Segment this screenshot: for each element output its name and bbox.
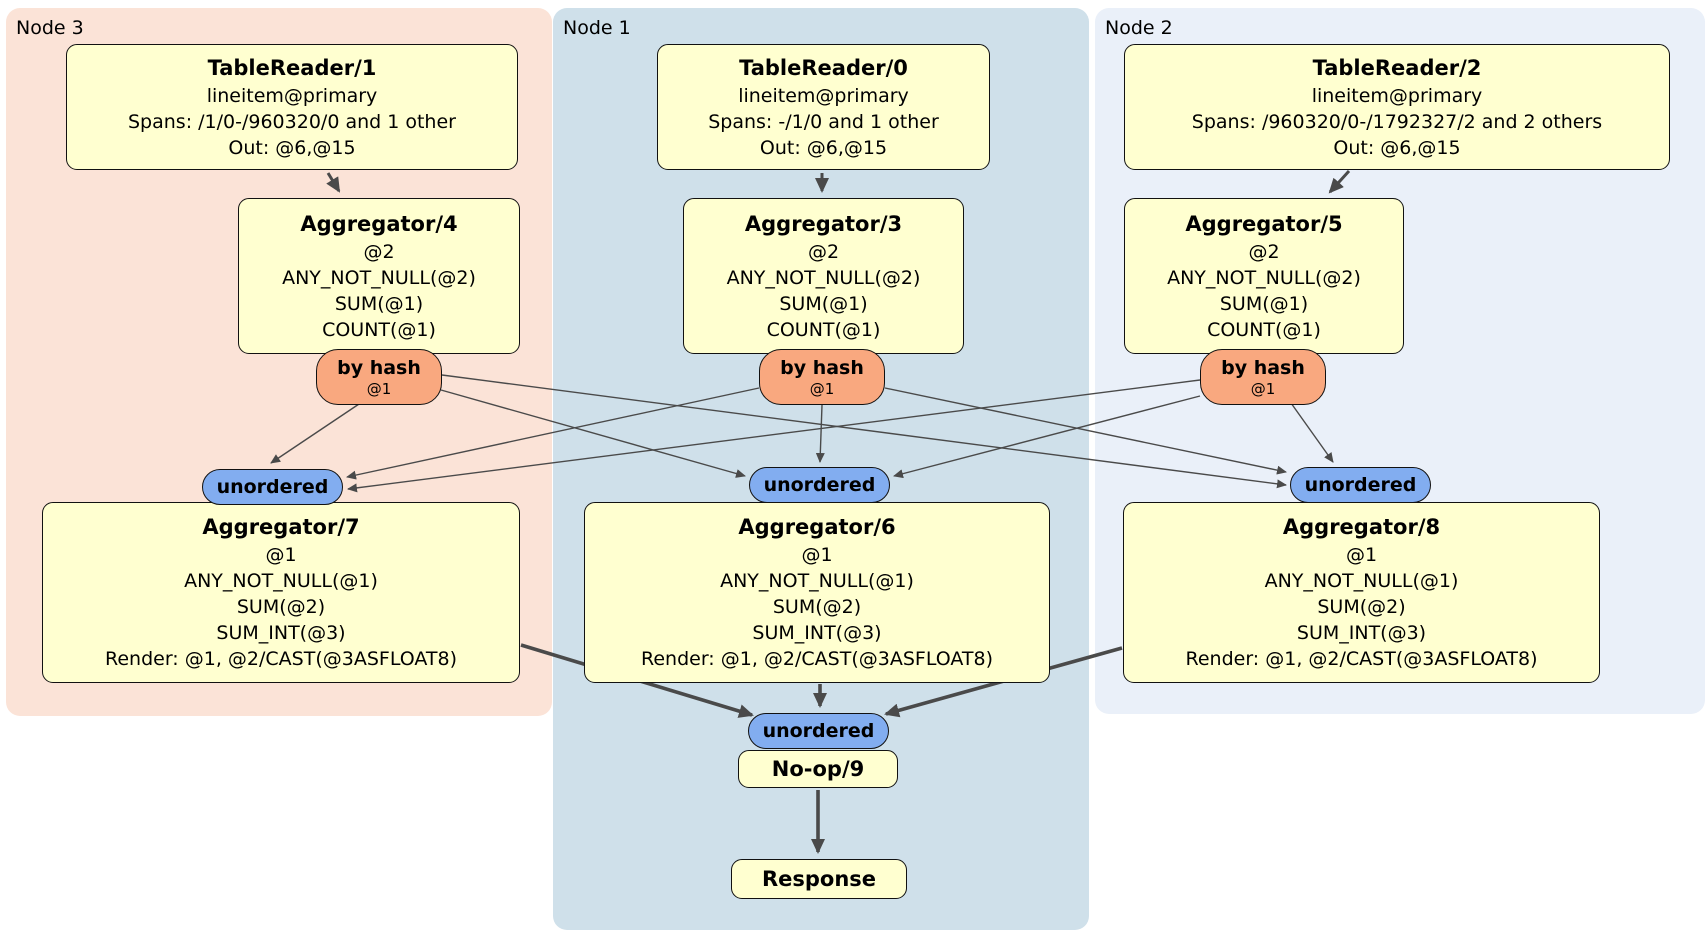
processor-title: Response <box>761 866 877 891</box>
processor-detail: SUM_INT(@3) <box>752 622 882 644</box>
processor-detail: @1 <box>801 544 833 566</box>
processor-detail: SUM(@2) <box>236 596 326 618</box>
processor-tablereader-0: TableReader/0 lineitem@primary Spans: -/… <box>657 44 990 170</box>
processor-aggregator-4: Aggregator/4 @2 ANY_NOT_NULL(@2) SUM(@1)… <box>238 198 520 354</box>
processor-detail: SUM(@2) <box>1317 596 1406 618</box>
processor-title: TableReader/0 <box>739 55 908 80</box>
processor-detail: @1 <box>265 544 297 566</box>
sync-unordered-final: unordered <box>748 713 889 749</box>
processor-detail: lineitem@primary <box>738 84 909 107</box>
region-label: Node 2 <box>1105 17 1173 39</box>
processor-detail: Out: @6,@15 <box>1333 136 1461 159</box>
router-by-hash-node3: by hash @1 <box>316 349 442 405</box>
processor-detail: SUM_INT(@3) <box>1296 622 1427 644</box>
processor-detail: ANY_NOT_NULL(@2) <box>1167 266 1361 289</box>
processor-aggregator-3: Aggregator/3 @2 ANY_NOT_NULL(@2) SUM(@1)… <box>683 198 964 354</box>
processor-detail: Out: @6,@15 <box>759 136 888 159</box>
processor-aggregator-5: Aggregator/5 @2 ANY_NOT_NULL(@2) SUM(@1)… <box>1124 198 1404 354</box>
sync-unordered-node2: unordered <box>1290 467 1431 503</box>
processor-detail: COUNT(@1) <box>1207 318 1321 341</box>
processor-detail: @2 <box>1248 240 1280 263</box>
processor-title: Aggregator/7 <box>202 515 360 539</box>
processor-detail: COUNT(@1) <box>766 318 881 341</box>
sync-label: unordered <box>763 474 876 496</box>
region-label: Node 1 <box>563 17 631 39</box>
processor-detail: SUM_INT(@3) <box>216 622 346 644</box>
processor-detail: @1 <box>1345 544 1378 566</box>
processor-detail: Render: @1, @2/CAST(@3ASFLOAT8) <box>641 648 993 670</box>
processor-tablereader-2: TableReader/2 lineitem@primary Spans: /9… <box>1124 44 1670 170</box>
processor-title: Aggregator/5 <box>1185 211 1343 236</box>
sync-unordered-node1: unordered <box>749 467 890 503</box>
processor-detail: ANY_NOT_NULL(@2) <box>282 266 476 289</box>
processor-title: TableReader/1 <box>207 55 377 80</box>
sync-label: unordered <box>216 476 329 498</box>
processor-aggregator-7: Aggregator/7 @1 ANY_NOT_NULL(@1) SUM(@2)… <box>42 502 520 683</box>
edge-tablereader-to-aggregator <box>326 169 1351 194</box>
processor-aggregator-8: Aggregator/8 @1 ANY_NOT_NULL(@1) SUM(@2)… <box>1123 502 1600 683</box>
processor-response: Response <box>731 859 907 899</box>
processor-title: Aggregator/8 <box>1282 515 1441 539</box>
processor-title: Aggregator/3 <box>744 211 903 236</box>
sync-label: unordered <box>762 720 875 742</box>
processor-aggregator-6: Aggregator/6 @1 ANY_NOT_NULL(@1) SUM(@2)… <box>584 502 1050 683</box>
processor-title: Aggregator/4 <box>300 211 458 236</box>
router-label: by hash <box>1221 356 1305 379</box>
processor-detail: Spans: /960320/0-/1792327/2 and 2 others <box>1191 110 1603 133</box>
processor-detail: Render: @1, @2/CAST(@3ASFLOAT8) <box>105 648 457 670</box>
router-by-hash-node2: by hash @1 <box>1200 349 1326 405</box>
router-label: by hash <box>780 356 864 379</box>
processor-detail: COUNT(@1) <box>322 318 436 341</box>
processor-noop-9: No-op/9 <box>738 750 898 788</box>
processor-detail: SUM(@1) <box>779 292 868 315</box>
edge-router-to-sync <box>270 374 1334 493</box>
processor-tablereader-1: TableReader/1 lineitem@primary Spans: /1… <box>66 44 518 170</box>
processor-detail: @2 <box>363 240 395 263</box>
processor-detail: Out: @6,@15 <box>228 136 356 159</box>
sync-unordered-node3: unordered <box>202 469 343 505</box>
region-label: Node 3 <box>16 17 84 39</box>
processor-title: No-op/9 <box>771 756 865 781</box>
router-by-hash-node1: by hash @1 <box>759 349 885 405</box>
router-label: by hash <box>337 356 421 379</box>
router-key: @1 <box>809 379 835 398</box>
processor-detail: Spans: /1/0-/960320/0 and 1 other <box>128 110 456 133</box>
router-key: @1 <box>366 379 392 398</box>
sync-label: unordered <box>1304 474 1417 496</box>
processor-detail: ANY_NOT_NULL(@1) <box>720 570 914 592</box>
processor-detail: ANY_NOT_NULL(@2) <box>726 266 921 289</box>
processor-detail: SUM(@1) <box>1219 292 1309 315</box>
processor-detail: SUM(@2) <box>772 596 862 618</box>
processor-detail: lineitem@primary <box>206 84 378 107</box>
processor-detail: @2 <box>807 240 840 263</box>
processor-detail: SUM(@1) <box>334 292 424 315</box>
router-key: @1 <box>1250 379 1276 398</box>
processor-detail: Spans: -/1/0 and 1 other <box>708 110 939 133</box>
processor-detail: Render: @1, @2/CAST(@3ASFLOAT8) <box>1185 648 1538 670</box>
processor-title: Aggregator/6 <box>738 515 896 539</box>
processor-detail: ANY_NOT_NULL(@1) <box>184 570 378 592</box>
processor-detail: ANY_NOT_NULL(@1) <box>1264 570 1459 592</box>
processor-title: TableReader/2 <box>1312 55 1482 80</box>
processor-detail: lineitem@primary <box>1311 84 1483 107</box>
